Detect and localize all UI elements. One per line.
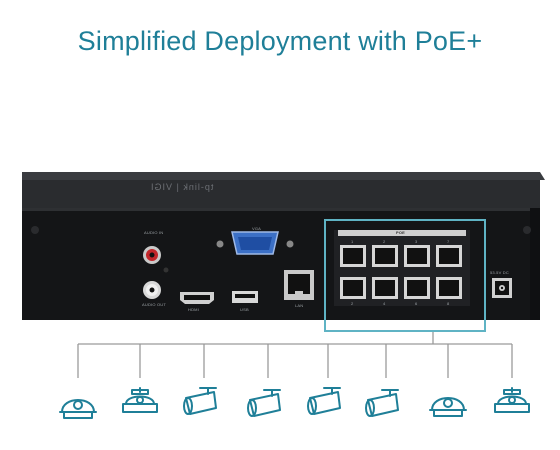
nvr-illustration (22, 172, 545, 332)
lan-label: LAN (295, 303, 304, 308)
screw-right-icon (523, 226, 531, 234)
nvr-device: tp-link | VIGI AUDIO IN AUDIO OUT VGA HD… (0, 150, 560, 350)
poe-port-number: 6 (415, 301, 418, 306)
audio-out-label: AUDIO OUT (142, 302, 167, 307)
turret-camera-icon (122, 387, 158, 413)
poe-label-bar (338, 230, 466, 236)
hdmi-label: HDMI (188, 307, 200, 312)
brand-text: tp-link | VIGI (150, 182, 214, 192)
dome-camera-icon (59, 399, 97, 419)
nvr-top-panel (22, 172, 540, 208)
poe-port-number: 1 (351, 239, 354, 244)
screw-left-icon (31, 226, 39, 234)
dc-label: 53.5V DC (490, 270, 509, 275)
audio-in-label: AUDIO IN (144, 230, 164, 235)
poe-port-number: 2 (351, 301, 354, 306)
poe-port-number: 2 (383, 239, 386, 244)
headline: Simplified Deployment with PoE+ (77, 26, 483, 56)
poe-port-number: 7 (447, 239, 450, 244)
vga-screw-left-icon (216, 240, 224, 248)
poe-port-number: 3 (415, 239, 418, 244)
bullet-camera-icon (183, 387, 217, 415)
vga-label: VGA (252, 226, 262, 231)
bullet-camera-icon (247, 389, 281, 417)
poe-ports (340, 245, 462, 299)
bullet-camera-icon (365, 389, 399, 417)
turret-camera-icon (494, 387, 530, 413)
poe-port-number: 4 (383, 301, 386, 306)
connection-lines (59, 332, 530, 419)
connection-tree (0, 330, 560, 450)
bullet-camera-icon (307, 387, 341, 415)
vga-screw-right-icon (286, 240, 294, 248)
dome-camera-icon (429, 397, 467, 417)
poe-label: PoE (396, 230, 406, 235)
poe-port-number: 8 (447, 301, 450, 306)
poe-highlight-box (324, 219, 486, 332)
usb-label: USB (240, 307, 249, 312)
